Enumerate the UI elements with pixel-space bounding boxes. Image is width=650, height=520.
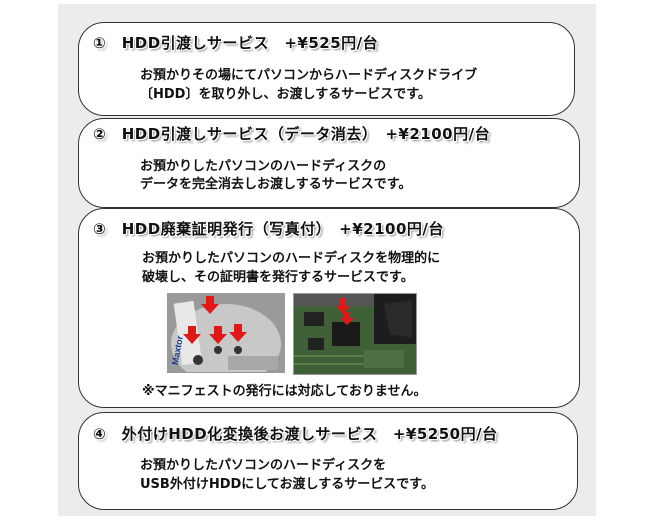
service-1-title: ① HDD引渡しサービス +¥525円/台 [93,34,379,52]
service-box-1 [78,22,575,116]
service-2-line-1: お預かりしたパソコンのハードディスクの [140,159,387,174]
service-4-line-1: お預かりしたパソコンのハードディスクを [140,458,387,473]
service-3-title: ③ HDD廃棄証明発行（写真付） +¥2100円/台 [93,220,444,238]
service-1-line-1: お預かりその場にてパソコンからハードディスクドライブ [140,68,478,83]
hdd-photo-2-graphic [294,294,416,374]
service-2-line-2: データを完全消去しお渡しするサービスです。 [140,177,412,192]
service-1-line-2: 〔HDD〕を取り外し、お渡しするサービスです。 [140,87,431,102]
service-box-2 [78,118,580,208]
service-4-title: ④ 外付けHDD化変換後お渡しサービス +¥5250円/台 [93,425,498,443]
service-4-line-2: USB外付けHDDにしてお渡しするサービスです。 [140,477,434,492]
hdd-photo-1-graphic [168,294,284,372]
service-2-title: ② HDD引渡しサービス（データ消去） +¥2100円/台 [93,125,491,143]
service-box-4 [78,412,578,510]
hdd-destroyed-photo-2 [293,293,417,375]
service-3-line-1: お預かりしたパソコンのハードディスクを物理的に [142,251,441,266]
service-3-note: ※マニフェストの発行には対応しておりません。 [142,384,427,399]
service-3-line-2: 破壊し、その証明書を発行するサービスです。 [142,270,414,285]
hdd-destroyed-photo-1: Maxtor [167,293,285,373]
